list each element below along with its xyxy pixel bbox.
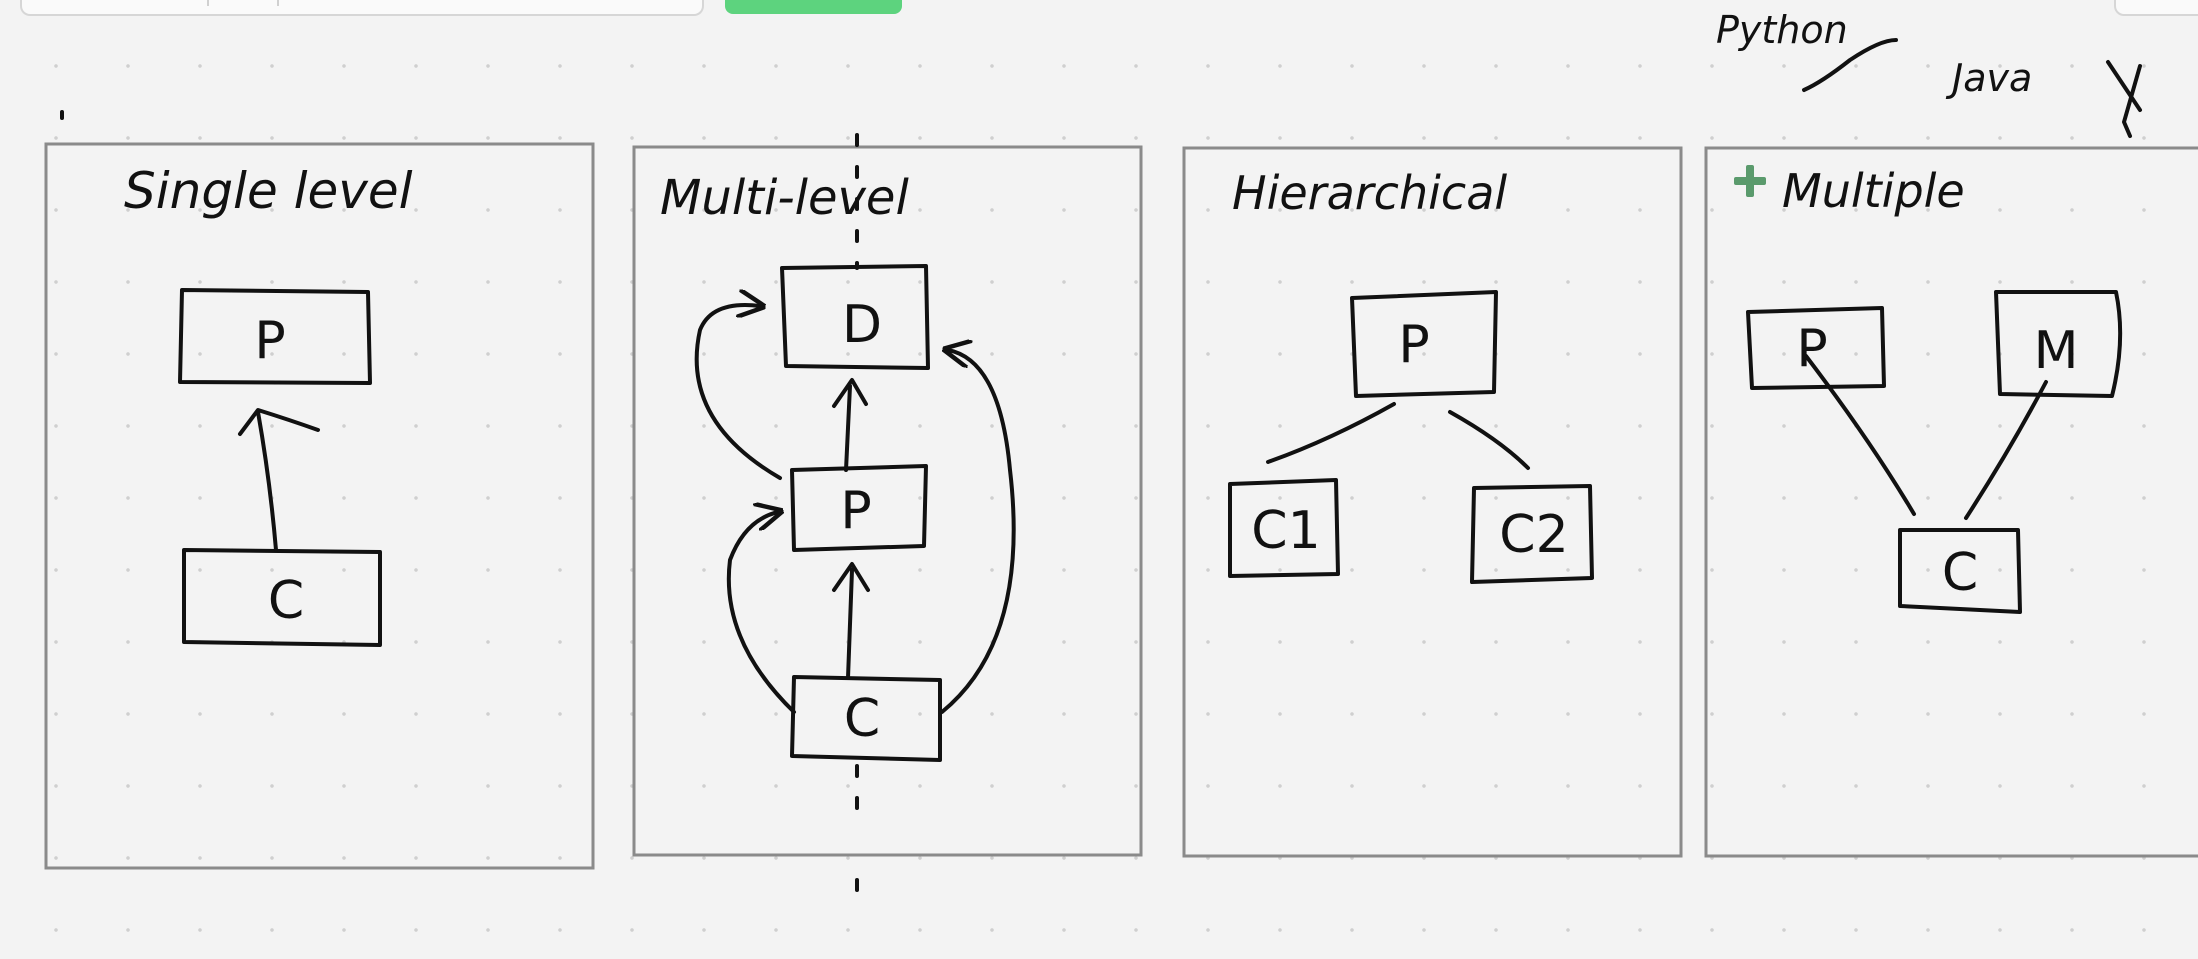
panel-hierarchical [1182, 146, 1683, 858]
node-box-m [1994, 290, 2123, 398]
panel-multiple [1704, 146, 2198, 858]
plus-icon[interactable] [1732, 163, 1768, 199]
node-label-c: C [1942, 543, 1978, 603]
node-label-d: D [842, 295, 882, 355]
node-label-p: P [254, 311, 285, 371]
curve-c-to-p [726, 512, 796, 714]
toolbar-strip [0, 0, 2198, 16]
node-box-p [1746, 306, 1886, 390]
curve-p-to-d [694, 305, 782, 480]
node-label-c: C [844, 689, 880, 749]
edge-p-c1 [1266, 402, 1396, 464]
node-box-p [178, 288, 372, 385]
node-box-p [1350, 290, 1498, 398]
node-box-p [790, 464, 928, 552]
node-box-d [780, 264, 930, 370]
edge-p-c2 [1448, 410, 1530, 470]
panel-multi-level [632, 145, 1143, 857]
toolbar-divider [207, 0, 209, 6]
edge-m-c [1964, 380, 2048, 520]
node-box-c1 [1228, 478, 1340, 578]
node-label-p: P [1796, 319, 1827, 379]
inheritance-arrow [238, 408, 320, 552]
green-action-button[interactable] [725, 0, 902, 14]
toolbar-divider [277, 0, 279, 6]
panel-title-hierarchical: Hierarchical [1232, 166, 1508, 220]
edge-p-c [1804, 354, 1916, 516]
node-box-c [182, 548, 382, 647]
node-label-c2: C2 [1499, 505, 1568, 565]
arrow-p-to-d [832, 378, 868, 472]
node-label-c1: C1 [1251, 501, 1320, 561]
toolbar-right-control[interactable] [2114, 0, 2198, 16]
cross-mark-icon [2106, 60, 2142, 138]
node-label-p: P [1398, 315, 1429, 375]
arrow-c-to-p [832, 562, 870, 680]
panel-title-multi-level: Multi-level [660, 170, 909, 226]
node-label-m: M [2034, 321, 2079, 381]
panel-title-multiple: Multiple [1782, 164, 1965, 218]
node-box-c2 [1470, 484, 1594, 584]
panel-single-level [44, 142, 595, 870]
note-python: Python [1716, 8, 1848, 52]
node-box-c [1898, 528, 2022, 614]
node-label-p: P [840, 481, 871, 541]
toolbar-tab-group[interactable] [20, 0, 704, 16]
panel-title-single-level: Single level [124, 162, 413, 220]
curve-c-to-d [942, 350, 1016, 714]
node-box-c [790, 675, 942, 762]
note-java: Java [1952, 56, 2033, 100]
node-label-c: C [268, 571, 304, 631]
check-mark-icon [1802, 38, 1898, 92]
